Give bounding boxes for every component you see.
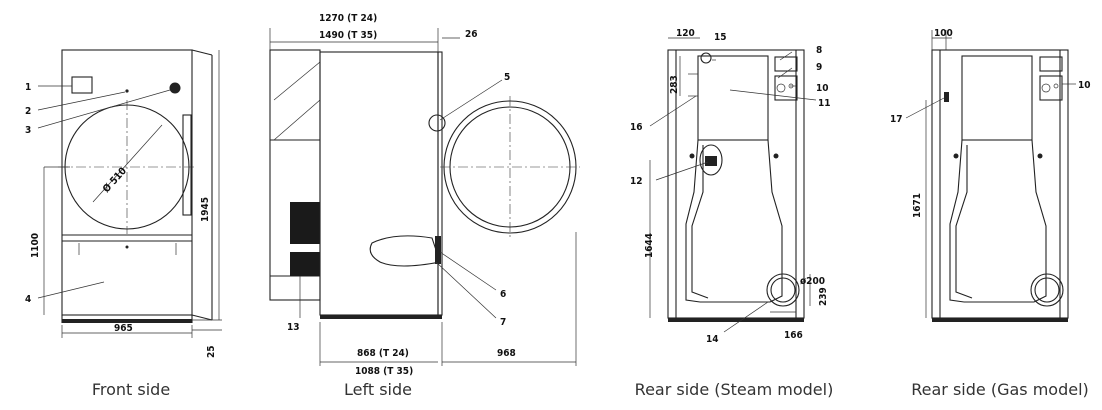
left-door-open-dim: 968 <box>497 348 516 359</box>
front-height-dim: 1945 <box>200 197 211 222</box>
front-feet-dim: 25 <box>206 345 217 358</box>
rear-steam-port <box>699 144 723 176</box>
left-label-6: 6 <box>500 289 506 300</box>
rear-steam-outlet-width: 166 <box>784 330 803 341</box>
front-label-3: 3 <box>25 125 31 136</box>
caption-rear-steam: Rear side (Steam model) <box>634 380 834 399</box>
front-cabinet <box>61 49 193 316</box>
rear-steam-top-dim: 120 <box>676 28 695 39</box>
left-label-5: 5 <box>504 72 510 83</box>
front-label-1: 1 <box>25 82 31 93</box>
front-knob <box>169 82 181 94</box>
front-diameter-dim: Ø 510 <box>100 165 129 195</box>
left-bottom-dim-1: 868 (T 24) <box>357 348 409 359</box>
caption-left: Left side <box>344 380 412 399</box>
rear-steam-outlet-height: 239 <box>818 287 829 306</box>
indicator-dot <box>125 89 129 93</box>
rear-steam-label-16: 16 <box>630 122 643 133</box>
left-label-13: 13 <box>287 322 300 333</box>
rear-steam-panel <box>697 55 769 141</box>
front-label-2: 2 <box>25 106 31 117</box>
left-bottom-dim-2: 1088 (T 35) <box>355 366 413 377</box>
left-hinge <box>428 114 446 132</box>
rear-gas-panel <box>961 55 1033 141</box>
rear-steam-outlet-diameter: ø200 <box>800 276 825 287</box>
rear-steam-drum-outline <box>685 139 783 303</box>
rear-gas-outlet <box>1030 273 1064 307</box>
left-top-dim-1: 1270 (T 24) <box>319 13 377 24</box>
caption-front: Front side <box>91 380 171 399</box>
rear-steam-label-9: 9 <box>816 62 822 73</box>
rear-steam-label-15: 15 <box>714 32 727 43</box>
left-top-dim-2: 1490 (T 35) <box>319 30 377 41</box>
left-main-body <box>319 51 439 316</box>
rear-steam-side-dim: 283 <box>669 75 680 94</box>
control-panel <box>71 76 93 94</box>
rear-steam-label-8: 8 <box>816 45 822 56</box>
front-width-dim: 965 <box>114 323 133 334</box>
rear-steam-label-11: 11 <box>818 98 831 109</box>
left-handle <box>369 235 441 267</box>
rear-steam-outlet <box>766 273 800 307</box>
caption-rear-gas: Rear side (Gas model) <box>911 380 1089 399</box>
left-label-7: 7 <box>500 317 506 328</box>
front-label-4: 4 <box>25 294 31 305</box>
left-view: 1270 (T 24) 1490 (T 35) 26 5 6 7 13 868 … <box>269 13 580 377</box>
left-small-depth-dim: 26 <box>465 29 478 40</box>
front-door-height-dim: 1100 <box>30 233 41 258</box>
rear-steam-view: 120 15 8 9 10 11 16 12 14 283 1644 ø200 … <box>630 28 831 345</box>
rear-gas-label-10: 10 <box>1078 80 1091 91</box>
rear-steam-label-14: 14 <box>706 334 719 345</box>
rear-gas-top-dim: 100 <box>934 28 953 39</box>
rear-steam-label-12: 12 <box>630 176 643 187</box>
rear-gas-height-dim: 1671 <box>912 193 923 218</box>
rear-gas-view: 100 10 17 1671 <box>890 28 1091 322</box>
rear-steam-label-10: 10 <box>816 83 829 94</box>
front-view: 1 2 3 4 Ø 510 1100 965 1945 25 <box>25 49 222 358</box>
left-vent-1 <box>290 202 320 244</box>
rear-steam-height-dim: 1644 <box>644 233 655 258</box>
rear-gas-label-17: 17 <box>890 114 903 125</box>
rear-gas-drum-outline <box>949 139 1047 303</box>
left-vent-2 <box>290 252 320 276</box>
